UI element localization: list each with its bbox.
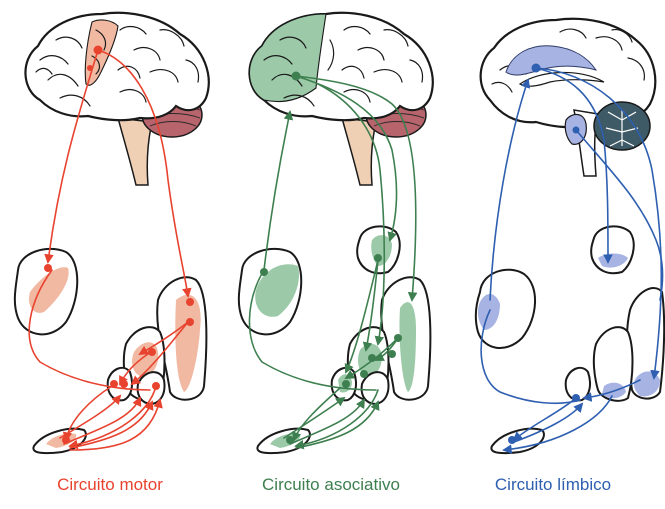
caption-associative-circuit: Circuito asociativo [221, 474, 441, 496]
associative-cortex-region [249, 14, 326, 102]
caption-limbic-circuit: Circuito límbico [443, 474, 663, 496]
associative-circuit [239, 13, 433, 453]
motor-circuit [15, 13, 209, 453]
caption-motor-circuit: Circuito motor [0, 474, 220, 496]
limbic-circuit [476, 19, 664, 453]
circuits-diagram [0, 0, 665, 470]
